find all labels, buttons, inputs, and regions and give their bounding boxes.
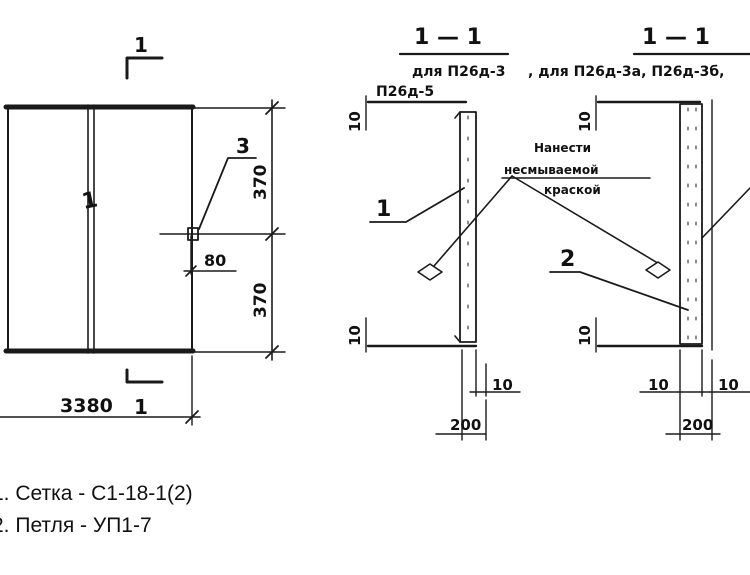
- panel-outline: [7, 107, 193, 353]
- section1-dim-side-10: 10: [492, 376, 513, 394]
- plan-callout-1: 1: [80, 187, 100, 215]
- dim80-tick: [185, 265, 197, 277]
- section1-diamond-marker: [417, 263, 443, 281]
- plan-view: 1 1 1 3 370 370 80 3380: [0, 33, 286, 426]
- section1-diamond-leader: [433, 175, 513, 267]
- dim-80: 80: [204, 251, 226, 270]
- section2-dim-top-10: 10: [576, 111, 594, 132]
- dim-tick-bottom: [265, 345, 279, 359]
- paint-note: Нанести несмываемой краской: [501, 141, 657, 263]
- section2-slab: [679, 103, 703, 345]
- section2-dim-side-left-10: 10: [648, 376, 669, 394]
- hinge-leader: [198, 157, 257, 230]
- dim-width-3380: 3380: [60, 395, 113, 417]
- section2-dim-bottom-10: 10: [576, 325, 594, 346]
- legend-item-1: 1. Сетка - С1-18-1(2): [0, 482, 193, 505]
- section2-title: 1 — 1: [642, 25, 710, 50]
- paint-note-leader: [511, 175, 657, 263]
- section1-callout: 1: [376, 197, 391, 222]
- dim-tick-mid: [265, 227, 279, 241]
- section-view-2: 1 — 1 , для П26д-3а, П26д-3б, 10 10 2 10…: [528, 25, 750, 441]
- paint-note-line-2: несмываемой: [504, 163, 599, 177]
- section1-slab: [459, 111, 477, 343]
- section-mark-bottom-label: 1: [134, 395, 148, 419]
- plan-callout-3: 3: [236, 134, 250, 158]
- section-mark-bottom: [125, 368, 164, 384]
- section2-dim-side-right-10: 10: [718, 376, 739, 394]
- section1-slab-taper-b: [454, 335, 461, 343]
- section2-subtitle: , для П26д-3а, П26д-3б,: [528, 64, 724, 80]
- section-view-1: 1 — 1 для П26д-3 П26д-5 10 10 1 10 200: [346, 25, 521, 441]
- paint-note-line-3: краской: [544, 183, 601, 197]
- section1-subtitle-lower: П26д-5: [376, 84, 434, 100]
- section2-dim-total-200: 200: [682, 416, 713, 434]
- legend: 1. Сетка - С1-18-1(2) 2. Петля - УП1-7: [0, 482, 193, 537]
- paint-note-line-1: Нанести: [534, 141, 591, 155]
- section1-subtitle: для П26д-3: [412, 64, 505, 80]
- section2-callout-leader: [549, 271, 689, 311]
- width-tick-right: [185, 410, 199, 424]
- section2-diamond-marker: [645, 261, 671, 279]
- section-mark-top-label: 1: [134, 33, 148, 57]
- section1-callout-leader: [369, 187, 465, 223]
- section-mark-top: [125, 56, 164, 80]
- section1-slab-taper: [454, 111, 461, 119]
- section2-edge-leader: [701, 187, 750, 239]
- dim-tick-top: [265, 101, 279, 115]
- section1-dim-top-10: 10: [346, 111, 364, 132]
- section1-dim-total-200: 200: [450, 416, 481, 434]
- legend-item-2: 2. Петля - УП1-7: [0, 514, 152, 537]
- section1-title: 1 — 1: [414, 25, 482, 50]
- section2-callout: 2: [560, 247, 575, 272]
- dim-lower-370: 370: [251, 282, 271, 318]
- dim-upper-370: 370: [251, 164, 271, 200]
- section1-dim-bottom-10: 10: [346, 325, 364, 346]
